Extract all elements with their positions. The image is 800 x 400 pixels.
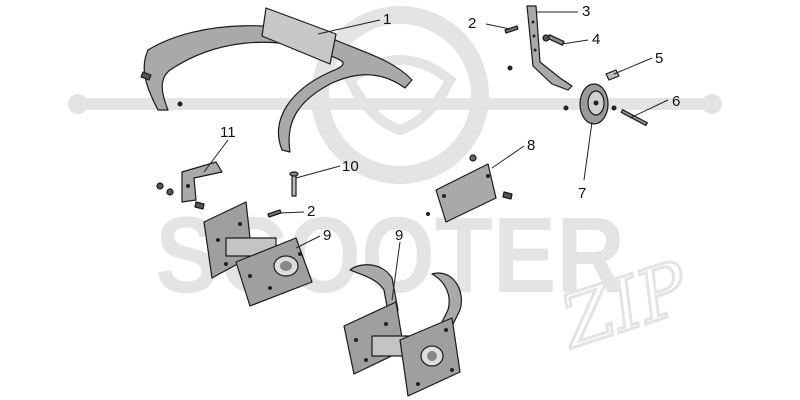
callout-10: 10 bbox=[342, 158, 359, 175]
fr-hole-6 bbox=[450, 368, 454, 372]
watermark-ring bbox=[311, 6, 489, 184]
fr-hole-2 bbox=[384, 322, 388, 326]
callout-11: 11 bbox=[220, 124, 236, 141]
leader-1 bbox=[317, 19, 381, 35]
callout-4: 4 bbox=[592, 31, 600, 48]
callout-9-right: 9 bbox=[395, 227, 403, 244]
screw-bracket-1 bbox=[156, 182, 164, 190]
fl-hole-1 bbox=[216, 238, 220, 242]
stay-hole-2 bbox=[532, 34, 536, 38]
leader-7 bbox=[583, 121, 593, 181]
mudguard-bracket bbox=[261, 7, 337, 65]
fr-hole-1 bbox=[354, 338, 358, 342]
watermark-emblem bbox=[343, 55, 457, 136]
callout-2-middle: 2 bbox=[307, 203, 315, 220]
fl-hole-6 bbox=[298, 252, 302, 256]
screw-bracket-2 bbox=[166, 188, 174, 196]
leader-8 bbox=[491, 145, 525, 169]
leader-9a bbox=[295, 235, 321, 249]
part-mudguard bbox=[143, 7, 413, 153]
pin-shaft bbox=[291, 173, 297, 197]
leader-4 bbox=[561, 39, 589, 45]
washer-plate bbox=[426, 212, 430, 216]
pin-head bbox=[289, 171, 299, 177]
screw-bracket-3 bbox=[194, 201, 205, 210]
footrest-left-plate-front bbox=[235, 237, 313, 307]
leader-11 bbox=[203, 139, 229, 173]
wheel-hub bbox=[593, 100, 599, 106]
part-screw-top bbox=[504, 25, 519, 34]
watermark-bar bbox=[80, 98, 720, 110]
part-axle bbox=[620, 109, 648, 127]
small-hardware-left bbox=[140, 71, 152, 81]
part-wheel bbox=[579, 83, 609, 125]
part-footrest-right bbox=[343, 264, 462, 397]
stay-hole-3 bbox=[533, 48, 537, 52]
callout-2-top: 2 bbox=[468, 15, 476, 32]
mudguard-body bbox=[143, 25, 413, 153]
plate-hole-1 bbox=[442, 194, 446, 198]
part-bolt bbox=[542, 34, 565, 46]
washer-top bbox=[507, 65, 513, 71]
fr-hole-3 bbox=[364, 358, 368, 362]
washer-wheel-left bbox=[563, 105, 569, 111]
watermark-logo: SCOOTER ZIP bbox=[68, 6, 722, 366]
callout-8: 8 bbox=[527, 137, 535, 154]
leader-2b bbox=[279, 211, 305, 214]
leader-lines bbox=[203, 11, 669, 301]
screw-icon bbox=[140, 71, 152, 81]
bolt-shaft bbox=[547, 34, 565, 46]
nut-plate bbox=[469, 154, 477, 162]
leader-10 bbox=[295, 165, 341, 179]
fr-hole-5 bbox=[444, 328, 448, 332]
leader-2a bbox=[485, 23, 511, 30]
callout-3: 3 bbox=[582, 3, 590, 20]
callout-6: 6 bbox=[672, 93, 680, 110]
part-spacer bbox=[605, 69, 620, 81]
small-bracket-hole bbox=[186, 184, 190, 188]
stay-bracket-body bbox=[526, 5, 573, 91]
screw-plate bbox=[502, 191, 513, 200]
callout-1: 1 bbox=[383, 11, 391, 28]
callouts: 1 2 3 4 5 6 7 8 9 9 10 11 2 bbox=[220, 3, 680, 244]
bolt-head bbox=[542, 34, 550, 42]
fl-hole-4 bbox=[248, 274, 252, 278]
fl-hole-2 bbox=[238, 222, 242, 226]
callout-7: 7 bbox=[578, 185, 586, 202]
callout-9-left: 9 bbox=[323, 227, 331, 244]
fr-hole-4 bbox=[416, 382, 420, 386]
leader-6 bbox=[629, 99, 669, 119]
leader-9b bbox=[391, 241, 401, 301]
plate-hole-2 bbox=[486, 174, 490, 178]
part-plate bbox=[435, 163, 497, 223]
fl-hole-5 bbox=[268, 286, 272, 290]
small-bracket-body bbox=[181, 161, 223, 203]
mudguard-screw-hole bbox=[177, 101, 183, 107]
part-small-bracket bbox=[181, 161, 223, 203]
part-stay-bracket bbox=[526, 5, 573, 91]
footrest-right-bore-inner bbox=[427, 351, 437, 361]
stay-hole-1 bbox=[531, 20, 535, 24]
part-footrest-left bbox=[203, 201, 313, 307]
fl-hole-3 bbox=[224, 262, 228, 266]
plate-body bbox=[435, 163, 497, 223]
footrest-left-bore-inner bbox=[280, 261, 292, 271]
part-pin bbox=[289, 171, 299, 197]
leader-5 bbox=[613, 57, 653, 75]
watermark-bar-end-right bbox=[702, 94, 722, 114]
washer-wheel-right bbox=[611, 105, 617, 111]
callout-5: 5 bbox=[655, 50, 663, 67]
watermark-bar-end-left bbox=[68, 94, 88, 114]
